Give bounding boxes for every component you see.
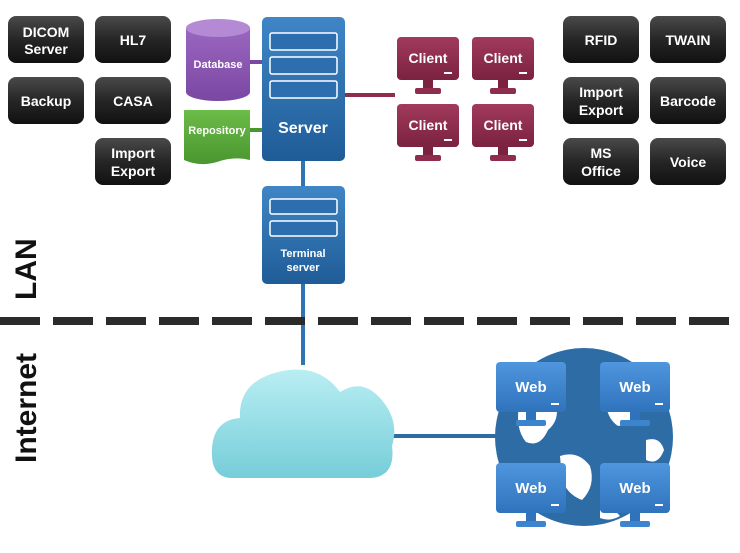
svg-text:Backup: Backup: [21, 93, 72, 109]
server-label: Server: [278, 120, 328, 137]
svg-text:Barcode: Barcode: [660, 93, 716, 109]
svg-text:Web: Web: [515, 480, 546, 497]
web-monitor[interactable]: Web: [600, 463, 670, 527]
left-module-hl7[interactable]: HL7: [95, 16, 171, 63]
connections: [250, 60, 500, 438]
svg-text:RFID: RFID: [585, 32, 618, 48]
web-monitor[interactable]: Web: [496, 463, 566, 527]
svg-text:CASA: CASA: [113, 93, 153, 109]
internet-cloud-icon: [211, 369, 395, 478]
left-module-casa[interactable]: CASA: [95, 77, 171, 124]
svg-text:Client: Client: [409, 50, 448, 66]
svg-text:Client: Client: [409, 117, 448, 133]
zone-label-internet: Internet: [10, 353, 43, 463]
web-monitor[interactable]: Web: [496, 362, 566, 426]
right-module-rfid[interactable]: RFID: [563, 16, 639, 63]
left-module-backup[interactable]: Backup: [8, 77, 84, 124]
database-icon[interactable]: Database: [186, 19, 250, 101]
terminal-drive-bay: [269, 220, 338, 237]
server-tower[interactable]: Server: [262, 17, 345, 161]
right-module-barcode[interactable]: Barcode: [650, 77, 726, 124]
database-label: Database: [194, 59, 243, 71]
client-monitor[interactable]: Client: [397, 37, 459, 94]
server-drive-bay: [269, 80, 338, 99]
svg-text:HL7: HL7: [120, 32, 147, 48]
right-module-voice[interactable]: Voice: [650, 138, 726, 185]
server-drive-bay: [269, 32, 338, 51]
server-drive-bay: [269, 56, 338, 75]
svg-text:Web: Web: [619, 480, 650, 497]
client-monitor[interactable]: Client: [472, 37, 534, 94]
client-monitor[interactable]: Client: [397, 104, 459, 161]
right-module-twain[interactable]: TWAIN: [650, 16, 726, 63]
repository-icon[interactable]: Repository: [184, 110, 250, 165]
client-monitor[interactable]: Client: [472, 104, 534, 161]
svg-text:Client: Client: [484, 50, 523, 66]
terminal-drive-bay: [269, 198, 338, 215]
svg-text:Client: Client: [484, 117, 523, 133]
svg-text:Voice: Voice: [670, 154, 707, 170]
zone-label-lan: LAN: [10, 238, 43, 300]
svg-text:Web: Web: [619, 379, 650, 396]
svg-text:Web: Web: [515, 379, 546, 396]
svg-text:TWAIN: TWAIN: [665, 32, 710, 48]
repository-label: Repository: [188, 125, 246, 137]
web-monitor[interactable]: Web: [600, 362, 670, 426]
